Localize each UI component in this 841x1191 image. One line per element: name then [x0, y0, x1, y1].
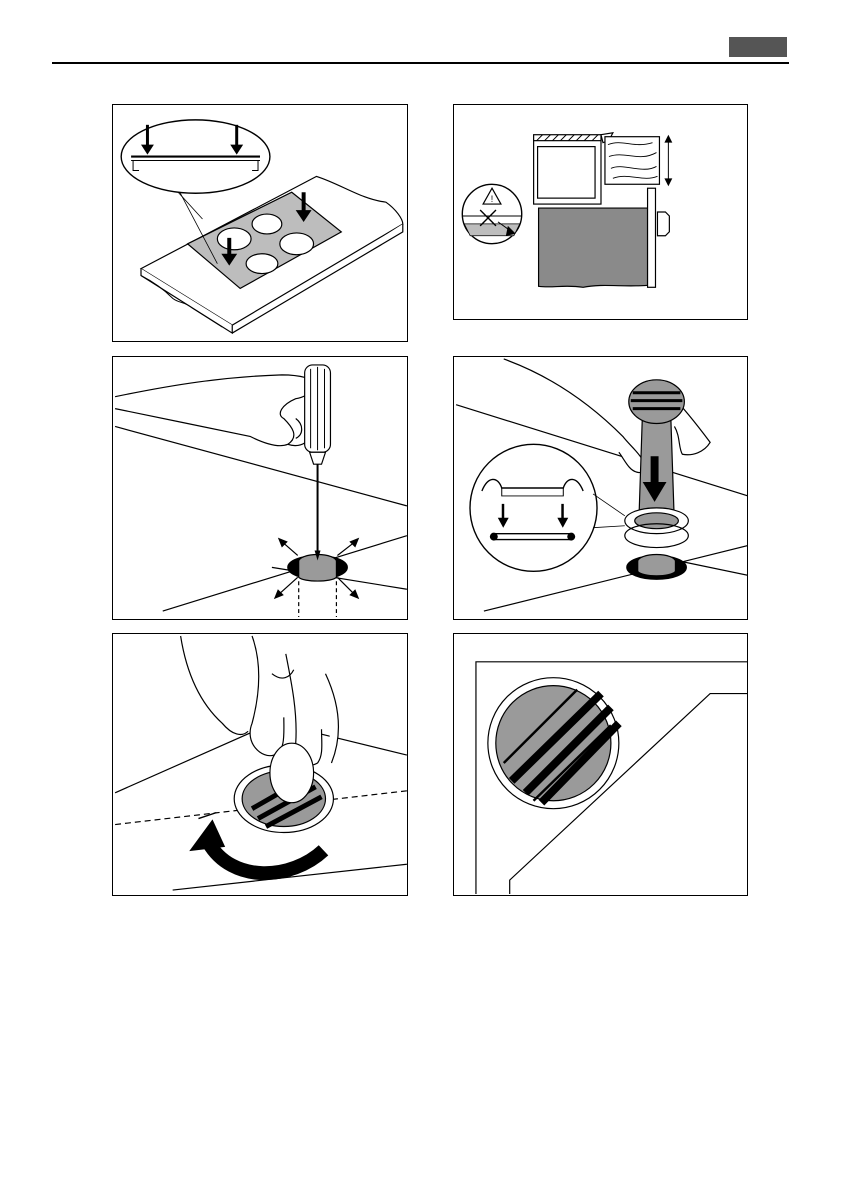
hob-placement-illustration [113, 105, 407, 341]
cap-installed-illustration [454, 634, 747, 895]
header-rule [52, 62, 789, 64]
figure-insert-plug [453, 356, 748, 620]
language-tab [729, 37, 787, 57]
figure-cap-installed [453, 633, 748, 896]
figure-turn-cap [112, 633, 408, 896]
worktop-clearance-illustration: ! [454, 105, 747, 319]
figure-worktop-clearance: ! [453, 104, 748, 320]
turn-cap-illustration [113, 634, 407, 895]
screwdriver-hole-illustration [113, 357, 407, 619]
figure-hob-placement [112, 104, 408, 342]
figure-screwdriver [112, 356, 408, 620]
insert-plug-illustration [454, 357, 747, 619]
svg-text:!: ! [491, 194, 493, 204]
